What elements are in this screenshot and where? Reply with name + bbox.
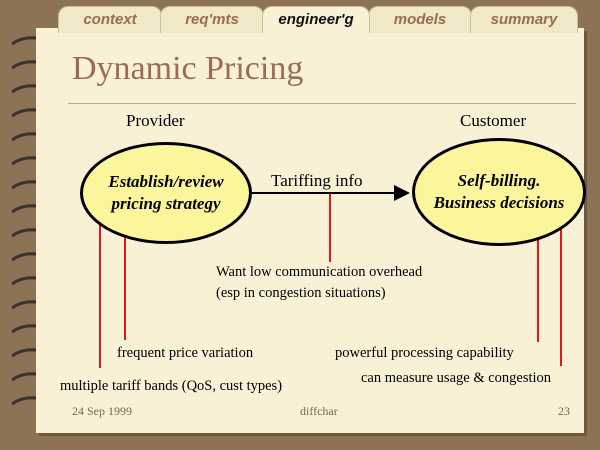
- footer-name: diffchar: [300, 404, 338, 418]
- footer-date: 24 Sep 1999: [72, 404, 132, 418]
- provider-box-line2: pricing strategy: [111, 194, 221, 213]
- tab-reqmts[interactable]: req'mts: [160, 6, 264, 33]
- arrow-label: Tariffing info: [271, 171, 363, 190]
- tab-models[interactable]: models: [368, 6, 472, 33]
- customer-label: Customer: [460, 111, 527, 130]
- provider-label: Provider: [126, 111, 185, 130]
- overhead-line1: Want low communication overhead: [216, 264, 423, 280]
- title-divider: [68, 103, 576, 104]
- connector-tariff-bands: [99, 222, 101, 368]
- slide-title: Dynamic Pricing: [72, 50, 304, 87]
- provider-ellipse: Establish/review pricing strategy: [80, 142, 252, 244]
- customer-box-line1: Self-billing.: [457, 171, 541, 190]
- connector-price-variation: [124, 224, 126, 340]
- tab-summary[interactable]: summary: [470, 6, 578, 33]
- tariff-bands-note: multiple tariff bands (QoS, cust types): [60, 378, 283, 394]
- customer-ellipse: Self-billing. Business decisions: [412, 138, 586, 246]
- connector-overhead: [329, 194, 331, 262]
- flow-arrow-icon: [250, 185, 410, 201]
- tab-engineering[interactable]: engineer'g: [262, 6, 370, 33]
- overhead-line2: (esp in congestion situations): [216, 285, 386, 301]
- connector-measure: [560, 220, 562, 366]
- customer-box-line2: Business decisions: [433, 193, 565, 212]
- footer-page-number: 23: [558, 404, 570, 418]
- price-variation-note: frequent price variation: [117, 345, 254, 361]
- provider-box-line1: Establish/review: [108, 172, 224, 191]
- processing-note: powerful processing capability: [335, 345, 514, 361]
- connector-processing: [537, 220, 539, 342]
- tab-context[interactable]: context: [58, 6, 162, 33]
- measure-note: can measure usage & congestion: [361, 370, 552, 386]
